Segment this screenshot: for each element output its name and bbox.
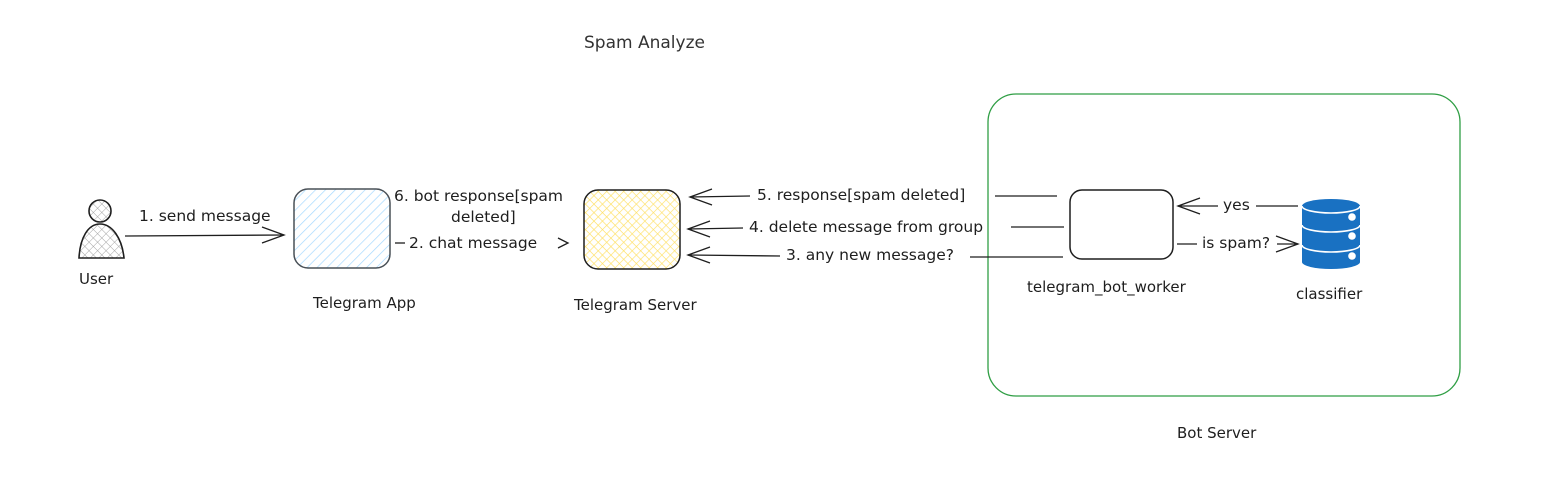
bot-server-label: Bot Server	[1177, 424, 1257, 442]
edge-label-response: 5. response[spam deleted]	[757, 186, 966, 204]
bot-server-group[interactable]	[987, 93, 1461, 397]
edge-yes	[1176, 197, 1298, 215]
telegram-app-label: Telegram App	[313, 294, 416, 312]
diagram-title: Spam Analyze	[584, 33, 705, 53]
edge-label-yes: yes	[1223, 196, 1250, 214]
edge-label-send-message: 1. send message	[139, 207, 271, 225]
telegram-server-node[interactable]	[583, 189, 681, 270]
edge-any-new-message	[686, 246, 1063, 264]
user-label: User	[79, 270, 114, 288]
edge-delete-message	[686, 220, 1064, 238]
edge-send-message	[124, 226, 286, 244]
edge-is-spam	[1177, 235, 1300, 253]
database-icon[interactable]	[1301, 199, 1361, 269]
user-icon[interactable]	[78, 199, 125, 259]
edge-label-any-new-message: 3. any new message?	[786, 246, 954, 264]
edge-label-bot-response-line2: deleted]	[451, 208, 516, 226]
telegram-server-label: Telegram Server	[574, 296, 697, 314]
bot-worker-label: telegram_bot_worker	[1027, 278, 1186, 296]
edge-label-bot-response-line1: 6. bot response[spam	[394, 187, 564, 205]
edge-label-is-spam: is spam?	[1202, 234, 1271, 252]
edge-response	[688, 188, 1057, 206]
telegram-app-node[interactable]	[293, 188, 391, 269]
classifier-label: classifier	[1296, 285, 1363, 303]
edge-label-chat-message: 2. chat message	[409, 234, 538, 252]
edge-chat-message	[395, 237, 570, 249]
bot-worker-node[interactable]	[1069, 189, 1174, 260]
edge-label-delete-message: 4. delete message from group	[749, 218, 984, 236]
